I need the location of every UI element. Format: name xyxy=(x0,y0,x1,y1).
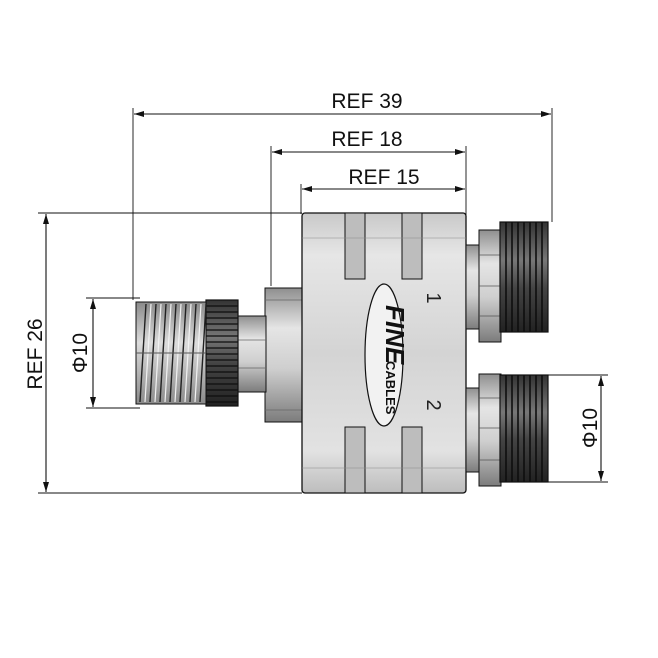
female-diameter-label: Φ10 xyxy=(579,408,602,448)
port-2-label: 2 xyxy=(422,399,444,410)
female-connector-2 xyxy=(465,373,549,487)
dimension-ref-18: REF 18 xyxy=(270,128,467,286)
port-1-label: 1 xyxy=(422,292,444,303)
logo-cables-text: CABLES xyxy=(383,361,398,415)
dimension-male-diameter: Φ10 xyxy=(69,297,140,409)
female-2-knurled-nut xyxy=(499,374,549,483)
male-thread xyxy=(135,301,207,405)
dimension-ref-15: REF 15 xyxy=(300,166,465,214)
splitter-body: FINE CABLES 1 2 xyxy=(301,212,467,494)
male-connector xyxy=(135,287,304,423)
ref-26-label: REF 26 xyxy=(24,318,47,389)
ref-15-label: REF 15 xyxy=(348,166,419,189)
dimension-ref-39: REF 39 xyxy=(132,90,553,300)
dimension-female-diameter: Φ10 xyxy=(548,374,608,483)
male-diameter-label: Φ10 xyxy=(69,333,92,373)
female-1-knurled-nut xyxy=(499,221,549,333)
dimension-ref-26: REF 26 xyxy=(24,212,302,494)
logo-fine-text: FINE xyxy=(380,305,410,365)
fine-cables-logo: FINE CABLES xyxy=(364,283,410,427)
ref-39-label: REF 39 xyxy=(331,90,402,113)
female-connector-1 xyxy=(465,221,549,343)
ref-18-label: REF 18 xyxy=(331,128,402,151)
male-knurled-nut xyxy=(205,299,239,407)
